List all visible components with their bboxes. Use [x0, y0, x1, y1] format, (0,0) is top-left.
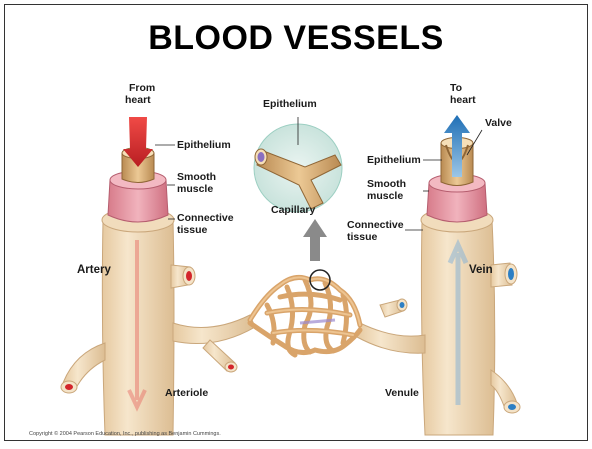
connective-left-label-2: tissue [177, 224, 208, 236]
arteriole [173, 315, 255, 344]
capillary-label: Capillary [271, 204, 316, 216]
connective-right-label-2: tissue [347, 231, 378, 243]
copyright-notice: Copyright © 2004 Pearson Education, Inc.… [29, 431, 221, 437]
smooth-muscle-left-label-1: Smooth [177, 171, 216, 183]
to-heart-label-2: heart [450, 94, 476, 106]
venule-label: Venule [385, 387, 419, 399]
arteriole-label: Arteriole [165, 387, 208, 399]
epithelium-right-label: Epithelium [367, 154, 421, 166]
capillary-bed [250, 277, 360, 355]
from-heart-label-1: From [129, 82, 155, 94]
valve-label: Valve [485, 117, 512, 129]
smooth-muscle-right-label-2: muscle [367, 190, 403, 202]
microcirculation [173, 270, 425, 372]
artery-label: Artery [77, 264, 111, 276]
slide: BLOOD VESSELS [4, 4, 588, 441]
connective-left-label-1: Connective [177, 212, 234, 224]
connective-right-label-1: Connective [347, 219, 404, 231]
smooth-muscle-left-label-2: muscle [177, 183, 213, 195]
epithelium-top-label: Epithelium [263, 98, 317, 110]
to-heart-label-1: To [450, 82, 462, 94]
vein-label: Vein [469, 264, 493, 276]
smooth-muscle-right-label-1: Smooth [367, 178, 406, 190]
zoom-arrow [303, 219, 327, 261]
from-heart-label-2: heart [125, 94, 151, 106]
epithelium-left-label: Epithelium [177, 139, 231, 151]
blood-vessels-diagram: From heart Epithelium To heart Valve Epi… [5, 5, 589, 442]
venule [357, 323, 425, 353]
